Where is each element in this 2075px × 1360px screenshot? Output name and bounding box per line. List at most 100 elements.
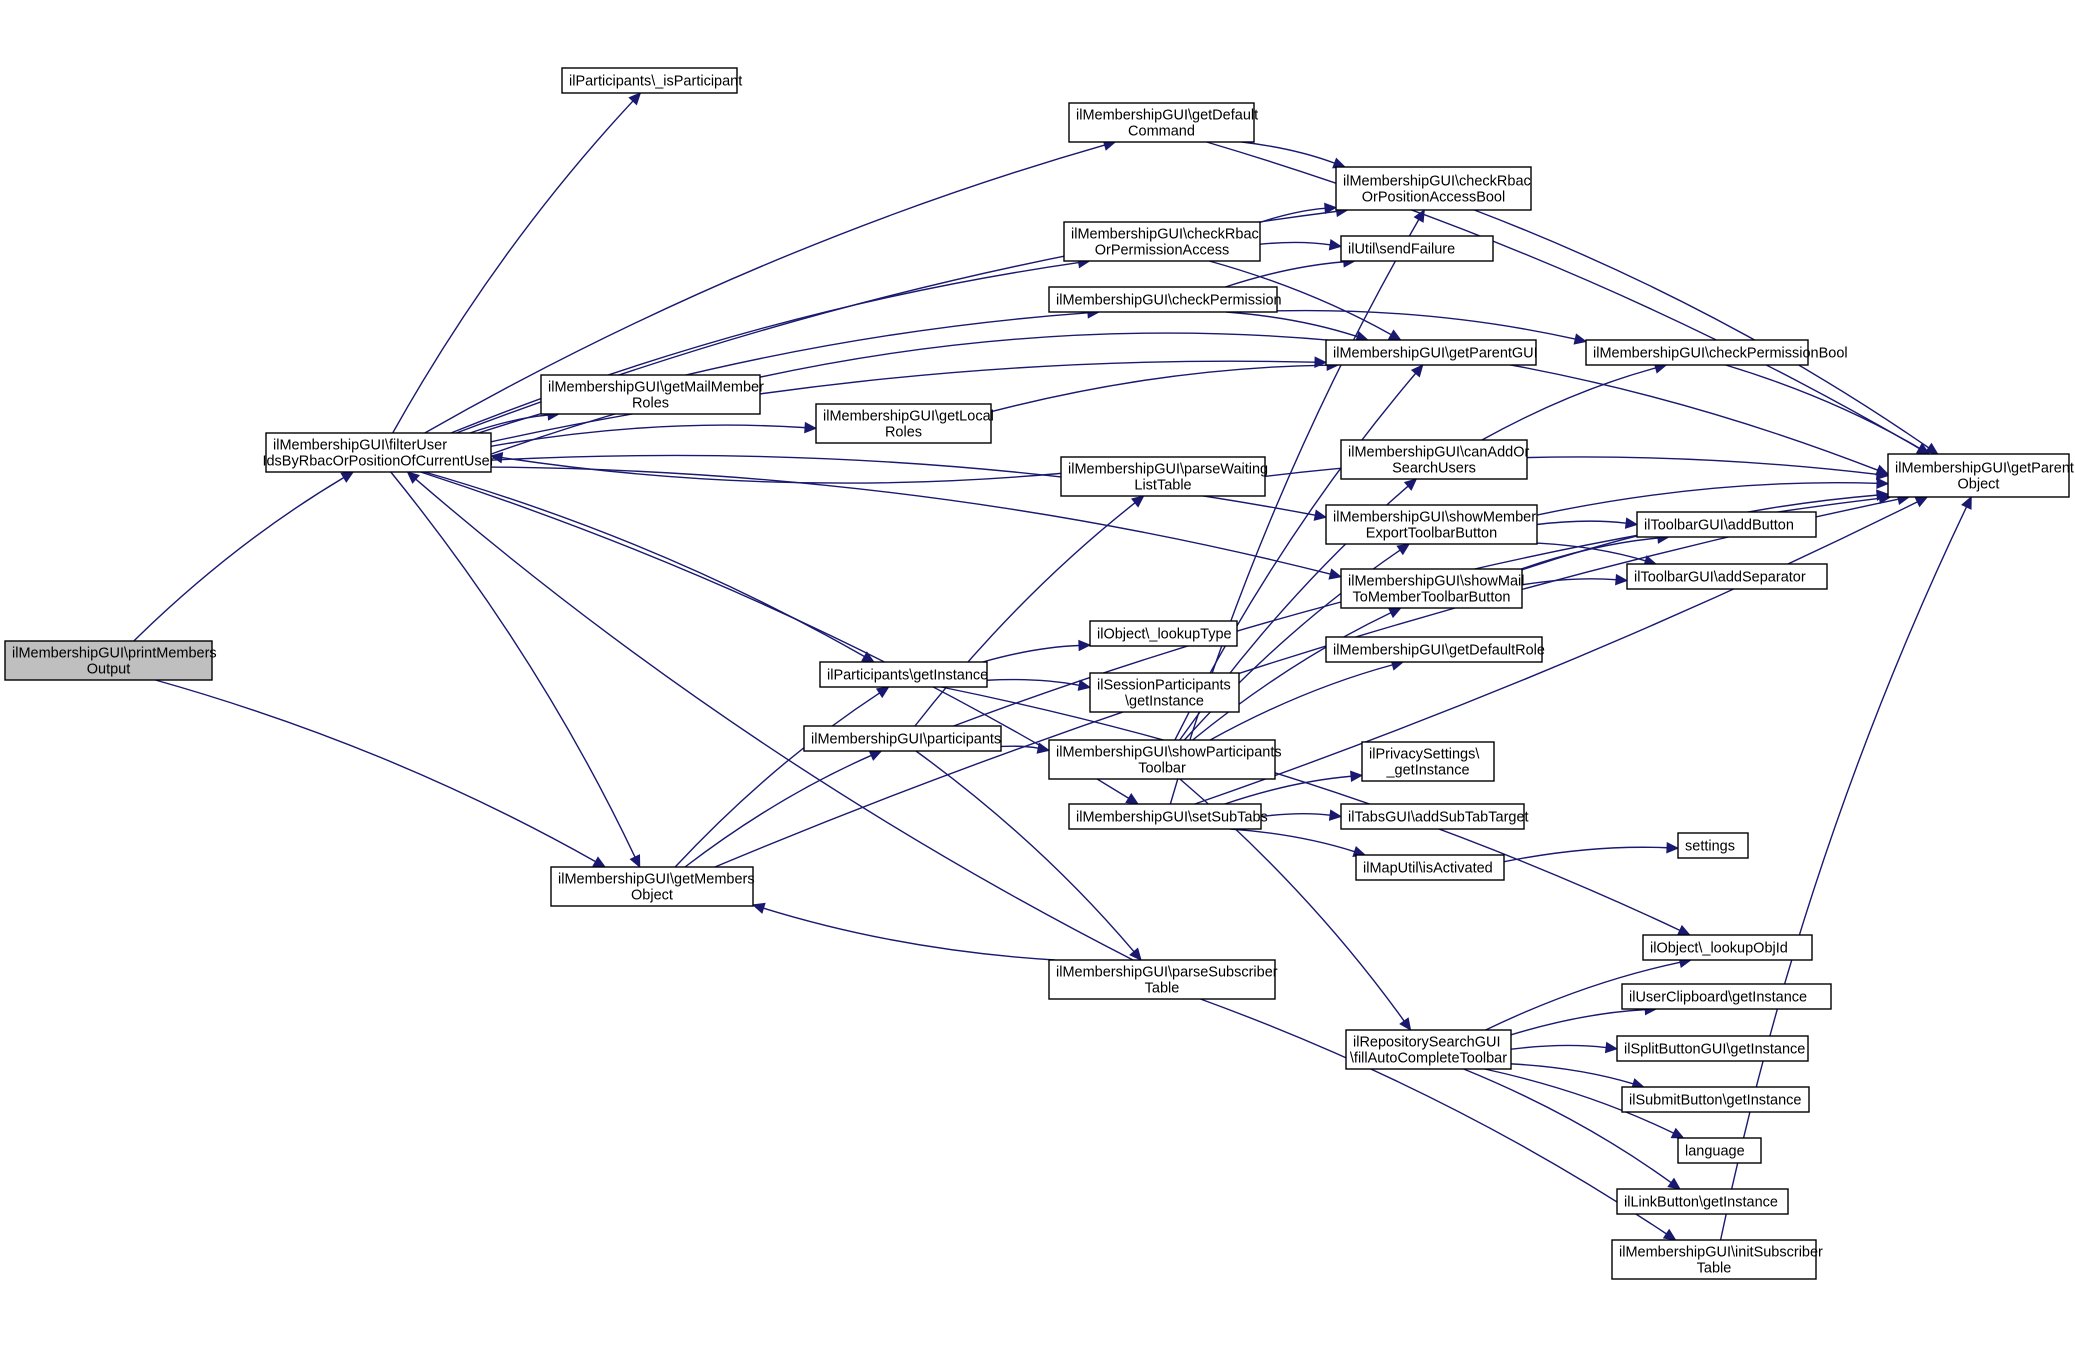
edge-fill-auto-complete-toolbar-to-split-button	[1510, 1041, 1619, 1054]
node-box	[265, 432, 492, 473]
node-label-line: Table	[1697, 1261, 1732, 1277]
node-box	[1616, 1035, 1809, 1062]
edge-line	[986, 678, 1080, 686]
node-check-permission-bool[interactable]: ilMembershipGUI\checkPermissionBool	[1585, 339, 1848, 366]
edge-show-member-export-toolbar-button-to-get-parent-object	[1536, 477, 1890, 516]
node-lookup-type[interactable]: ilObject\_lookupType	[1089, 620, 1238, 647]
node-get-parent-gui[interactable]: ilMembershipGUI\getParentGUI	[1325, 339, 1538, 366]
edge-line	[420, 471, 1129, 799]
node-label-line: ExportToolbarButton	[1366, 526, 1497, 542]
edge-line	[1241, 141, 1335, 164]
node-check-rbac-or-permission-access[interactable]: ilMembershipGUI\checkRbacOrPermissionAcc…	[1063, 221, 1261, 262]
edge-line	[1259, 207, 1326, 224]
edge-arrowhead	[629, 854, 641, 869]
node-box	[1340, 235, 1494, 262]
node-label-line: ilMembershipGUI\getMailMember	[548, 380, 764, 396]
node-label-line: ListTable	[1134, 478, 1191, 494]
node-box	[1340, 439, 1528, 480]
node-session-participants-get-instance[interactable]: ilSessionParticipants\getInstance	[1089, 672, 1240, 713]
edge-participants-get-instance-to-session-participants-get-instance	[986, 678, 1092, 691]
node-box	[1677, 1137, 1762, 1164]
edge-arrowhead	[1399, 1017, 1412, 1031]
edge-arrowhead	[1624, 517, 1639, 529]
edge-line	[1536, 542, 1646, 562]
node-add-sub-tab-target[interactable]: ilTabsGUI\addSubTabTarget	[1340, 803, 1529, 830]
node-check-rbac-or-position-access-bool[interactable]: ilMembershipGUI\checkRbacOrPositionAcces…	[1335, 166, 1532, 211]
edge-line	[1209, 664, 1393, 741]
node-participants[interactable]: ilMembershipGUI\participants	[803, 725, 1002, 752]
edge-line	[155, 679, 596, 863]
node-link-button[interactable]: ilLinkButton\getInstance	[1616, 1188, 1789, 1215]
node-is-activated[interactable]: ilMapUtil\isActivated	[1355, 854, 1505, 881]
node-box	[1325, 504, 1538, 545]
node-user-clipboard[interactable]: ilUserClipboard\getInstance	[1621, 983, 1832, 1010]
edge-arrowhead	[1403, 478, 1418, 491]
edge-arrowhead	[628, 92, 642, 106]
edge-line	[1276, 309, 1576, 340]
node-privacy-settings[interactable]: ilPrivacySettings\_getInstance	[1361, 741, 1495, 782]
node-show-mail-to-member-toolbar-button[interactable]: ilMembershipGUI\showMailToMemberToolbarB…	[1340, 568, 1524, 609]
edge-arrowhead	[1604, 1041, 1619, 1054]
node-label-line: ilMembershipGUI\participants	[811, 732, 1001, 748]
node-label-line: Table	[1145, 981, 1180, 997]
node-fill-auto-complete-toolbar[interactable]: ilRepositorySearchGUI\fillAutoCompleteTo…	[1345, 1029, 1512, 1070]
edge-filter-user-to-set-sub-tabs	[420, 471, 1140, 805]
edge-init-subscriber-table-to-get-parent-object	[1719, 495, 1972, 1241]
node-send-failure[interactable]: ilUtil\sendFailure	[1340, 235, 1494, 262]
edge-line	[1536, 520, 1627, 526]
edge-arrowhead	[1077, 679, 1092, 691]
edge-arrowhead	[1676, 924, 1691, 936]
node-label-line: ilSessionParticipants	[1097, 678, 1231, 694]
edge-line	[424, 144, 1105, 434]
node-label-line: ilObject\_lookupType	[1097, 627, 1232, 643]
node-label-line: ilMembershipGUI\initSubscriber	[1619, 1245, 1823, 1261]
edge-parse-subscriber-table-to-init-subscriber-table	[1200, 998, 1677, 1241]
node-get-default-role[interactable]: ilMembershipGUI\getDefaultRole	[1325, 636, 1545, 663]
node-submit-button[interactable]: ilSubmitButton\getInstance	[1621, 1086, 1810, 1113]
node-settings[interactable]: settings	[1677, 832, 1749, 859]
node-box	[1089, 672, 1240, 713]
node-add-separator[interactable]: ilToolbarGUI\addSeparator	[1626, 563, 1828, 590]
node-is-participant[interactable]: ilParticipants\_isParticipant	[561, 67, 742, 94]
edge-line	[714, 498, 1899, 868]
node-label-line: ToMemberToolbarButton	[1353, 590, 1511, 606]
node-box	[1335, 166, 1532, 211]
node-label-line: ilMapUtil\isActivated	[1363, 861, 1493, 877]
node-box	[1068, 102, 1255, 143]
node-split-button[interactable]: ilSplitButtonGUI\getInstance	[1616, 1035, 1809, 1062]
node-set-sub-tabs[interactable]: ilMembershipGUI\setSubTabs	[1068, 803, 1268, 830]
node-box	[815, 403, 992, 444]
edge-line	[424, 471, 865, 658]
node-language[interactable]: language	[1677, 1137, 1762, 1164]
edge-line	[1536, 481, 1878, 516]
node-participants-get-instance[interactable]: ilParticipants\getInstance	[819, 661, 988, 688]
edge-line	[941, 686, 1681, 931]
node-label-line: ilRepositorySearchGUI	[1353, 1035, 1500, 1051]
node-check-permission[interactable]: ilMembershipGUI\checkPermission	[1048, 286, 1282, 313]
node-add-button[interactable]: ilToolbarGUI\addButton	[1636, 511, 1817, 538]
node-label-line: ilMembershipGUI\getDefaultRole	[1333, 643, 1545, 659]
node-lookup-obj-id[interactable]: ilObject\_lookupObjId	[1642, 934, 1813, 961]
edge-arrowhead	[875, 686, 890, 699]
node-filter-user[interactable]: ilMembershipGUI\filterUserIdsByRbacOrPos…	[262, 432, 495, 473]
node-show-member-export-toolbar-button[interactable]: ilMembershipGUI\showMemberExportToolbarB…	[1325, 504, 1538, 545]
node-box	[1611, 1239, 1817, 1280]
node-label-line: OrPermissionAccess	[1095, 243, 1230, 259]
node-box	[1636, 511, 1817, 538]
edge-get-local-roles-to-get-parent-gui	[990, 359, 1340, 413]
node-box	[1048, 959, 1276, 1000]
edge-arrowhead	[1328, 239, 1343, 251]
edge-participants-to-show-participants-toolbar	[1000, 742, 1051, 754]
